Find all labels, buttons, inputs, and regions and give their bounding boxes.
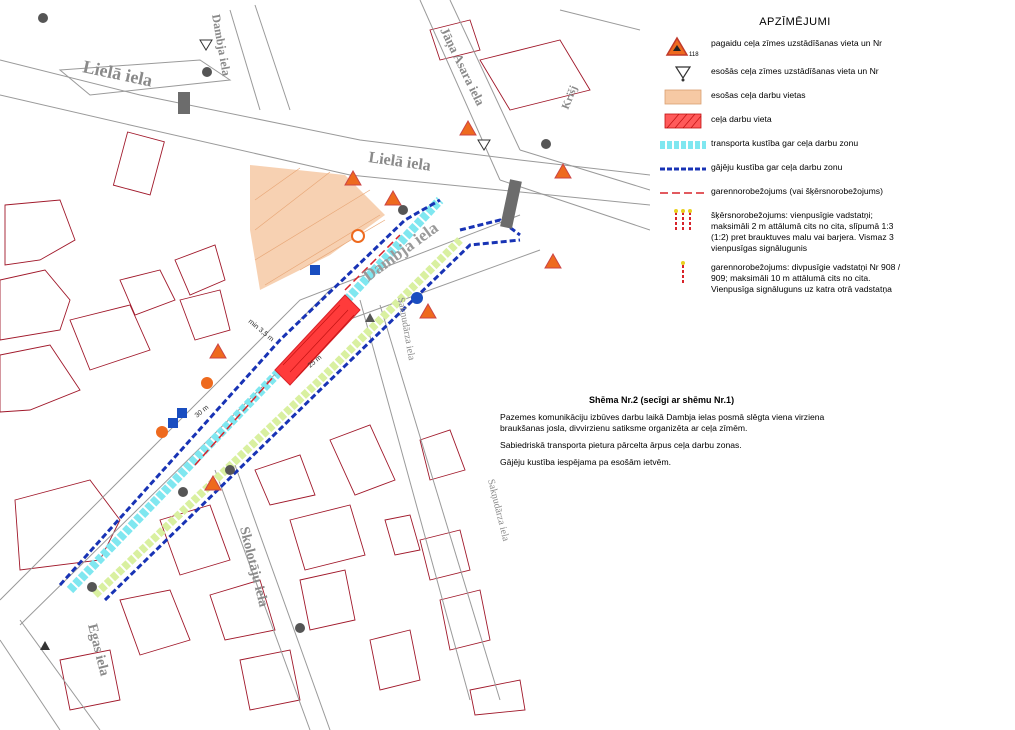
legend-row-temporary-sign: 118 pagaidu ceļa zīmes uzstādīšanas viet… <box>655 36 905 58</box>
existing-sign-icon <box>655 64 711 82</box>
street-label-liela-1: Lielā iela <box>81 56 154 90</box>
legend-label: ceļa darbu vieta <box>711 114 772 124</box>
legend-row-long-barrier: garennorobežojums: divpusīgie vadstatņi … <box>655 260 905 295</box>
existing-work-swatch <box>655 88 711 106</box>
road-network <box>0 0 650 730</box>
legend-row-work-site: ceļa darbu vieta <box>655 112 905 130</box>
pedestrian-routes <box>58 198 521 602</box>
scheme-paragraph-1: Pazemes komunikāciju izbūves darbu laikā… <box>500 412 825 433</box>
legend-label: esošās ceļa zīmes uzstādīšanas vieta un … <box>711 66 879 76</box>
legend-label: šķērsnorobežojums: vienpusīgie vadstatņi… <box>711 210 894 253</box>
scheme-title: Shēma Nr.2 (secīgi ar shēmu Nr.1) <box>589 395 735 405</box>
legend-label: garennorobežojums: divpusīgie vadstatņi … <box>711 262 901 294</box>
barrier-lines <box>194 234 401 466</box>
legend: APZĪMĒJUMI 118 pagaidu ceļa zīmes uzstād… <box>655 12 905 301</box>
temporary-signs <box>156 119 572 491</box>
scheme-paragraph-3: Gājēju kustība iespējama pa esošām ietvē… <box>500 457 672 467</box>
existing-work-area <box>250 165 386 290</box>
legend-row-cross-barrier: šķērsnorobežojums: vienpusīgie vadstatņi… <box>655 208 905 254</box>
legend-title: APZĪMĒJUMI <box>759 16 831 28</box>
legend-row-traffic: transporta kustība gar ceļa darbu zonu <box>655 136 905 154</box>
dimension-label-b: 30 m <box>194 404 211 419</box>
temporary-sign-icon: 118 <box>655 36 711 58</box>
legend-label: esošas ceļa darbu vietas <box>711 90 806 100</box>
road-work-site <box>274 294 361 386</box>
scheme-paragraph-2: Sabiedriskā transporta pietura pārcelta … <box>500 440 742 450</box>
building-outlines <box>0 19 591 716</box>
existing-signs <box>38 13 551 650</box>
traffic-flow-swatch <box>655 136 711 154</box>
legend-label: garennorobežojums (vai šķērsnorobežojums… <box>711 186 883 196</box>
barrier-line-swatch <box>655 184 711 202</box>
street-label-liela-2: Lielā iela <box>367 149 431 175</box>
traffic-scheme-map: Lielā iela Lielā iela Dambja iela Dambja… <box>0 0 650 730</box>
bus-shelters <box>178 92 522 229</box>
legend-row-existing-work: esošas ceļa darbu vietas <box>655 88 905 106</box>
one-sided-delineator-icon <box>655 208 711 232</box>
street-label-saknudarza-1: Sakņudārza iela <box>395 297 417 362</box>
legend-label: transporta kustība gar ceļa darbu zonu <box>711 138 859 148</box>
legend-sign-number: 118 <box>689 52 699 58</box>
street-label-krisj: Krišj <box>560 84 580 111</box>
legend-label: pagaidu ceļa zīmes uzstādīšanas vieta un… <box>711 38 883 48</box>
work-site-swatch <box>655 112 711 130</box>
street-label-saknudarza-2: Sakņudārza iela <box>485 478 511 543</box>
legend-row-barrier-line: garennorobežojums (vai šķērsnorobežojums… <box>655 184 905 202</box>
legend-row-existing-sign: esošās ceļa zīmes uzstādīšanas vieta un … <box>655 64 905 82</box>
street-label-egas: Egas iela <box>84 622 111 677</box>
scheme-description: Shēma Nr.2 (secīgi ar shēmu Nr.1) Pazeme… <box>480 395 840 474</box>
street-label-skolotaju: Skolotāju iela <box>236 525 270 608</box>
street-label-dambja-top: Dambja iela <box>209 13 234 77</box>
legend-row-pedestrian: gājēju kustība gar ceļa darbu zonu <box>655 160 905 178</box>
pedestrian-route-swatch <box>655 160 711 178</box>
legend-label: gājēju kustība gar ceļa darbu zonu <box>711 162 843 172</box>
two-sided-delineator-icon <box>655 260 711 286</box>
